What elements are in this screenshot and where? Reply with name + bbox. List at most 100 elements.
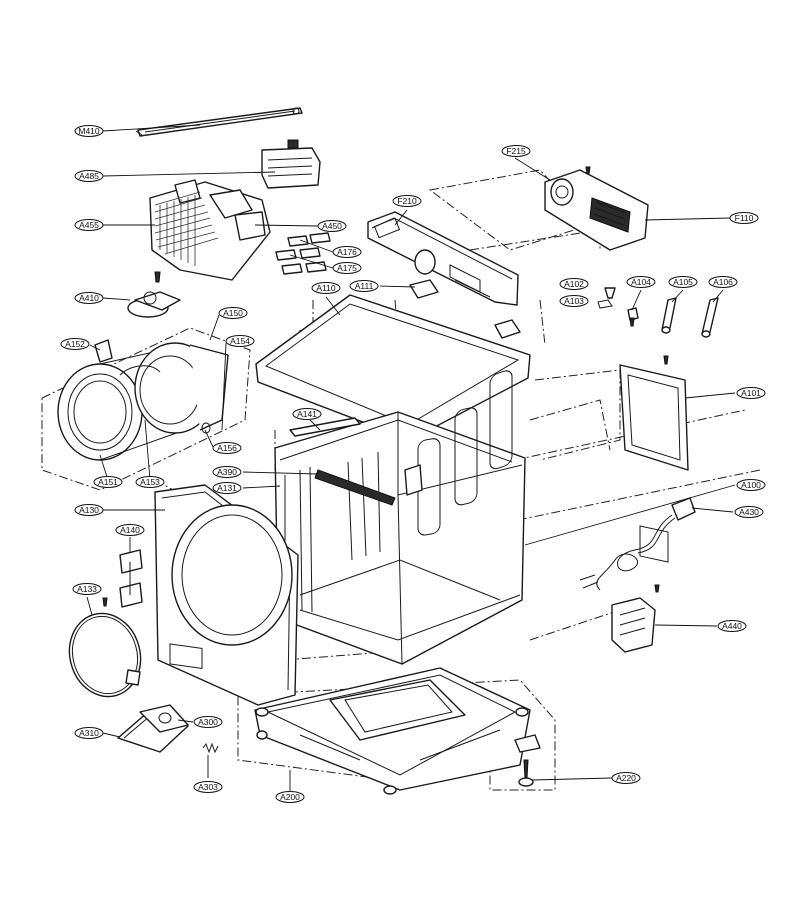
svg-text:F215: F215 [506, 146, 526, 156]
callout-a151: A151 [93, 476, 123, 488]
gasket-clamp-a133 [68, 612, 142, 698]
svg-text:A485: A485 [79, 171, 99, 181]
cabinet-a100 [274, 370, 526, 665]
svg-text:A151: A151 [98, 477, 118, 487]
svg-text:A455: A455 [79, 220, 99, 230]
svg-text:A390: A390 [217, 467, 237, 477]
callout-a106: A106 [708, 276, 738, 288]
svg-text:A105: A105 [673, 277, 693, 287]
callout-a310: A310 [74, 727, 104, 739]
svg-text:A175: A175 [337, 263, 357, 273]
callout-f215: F215 [501, 145, 531, 157]
svg-text:A410: A410 [79, 293, 99, 303]
callout-a154: A154 [225, 335, 255, 347]
callout-a300: A300 [193, 716, 223, 728]
svg-text:M410: M410 [78, 126, 100, 136]
top-rail-m410 [135, 107, 303, 137]
svg-text:A310: A310 [79, 728, 99, 738]
callout-a175: A175 [332, 262, 362, 274]
callouts: M410 A485 A455 A450 A176 A175 A410 F210 … [60, 125, 766, 803]
svg-text:F110: F110 [735, 213, 754, 223]
base-a200 [254, 667, 531, 795]
filter-cover-a300 [117, 704, 189, 753]
svg-text:A154: A154 [230, 336, 250, 346]
callout-a410: A410 [74, 292, 104, 304]
callout-a100: A100 [736, 479, 766, 491]
top-plate-a110 [255, 279, 531, 441]
switch-parts [597, 287, 719, 338]
callout-a485: A485 [74, 170, 104, 182]
callout-a200: A200 [275, 791, 305, 803]
callout-f110: F110 [729, 212, 759, 224]
callout-a130: A130 [74, 504, 104, 516]
svg-text:A153: A153 [140, 477, 160, 487]
callout-m410: M410 [74, 125, 104, 137]
callout-a103: A103 [559, 295, 589, 307]
callout-a150: A150 [218, 307, 248, 319]
svg-text:A150: A150 [223, 308, 243, 318]
callout-a105: A105 [668, 276, 698, 288]
svg-text:A131: A131 [217, 483, 237, 493]
callout-a176: A176 [332, 246, 362, 258]
callout-a156: A156 [212, 442, 242, 454]
callout-a430: A430 [734, 506, 764, 518]
callout-a104: A104 [626, 276, 656, 288]
leader-lines [86, 124, 736, 795]
callout-a110: A110 [311, 282, 341, 294]
callout-a102: A102 [559, 278, 589, 290]
rear-panel-a101 [619, 355, 689, 563]
svg-text:A176: A176 [337, 247, 357, 257]
svg-text:A133: A133 [77, 584, 97, 594]
svg-text:A303: A303 [198, 782, 218, 792]
svg-text:A141: A141 [297, 409, 317, 419]
callout-a131: A131 [212, 482, 242, 494]
spring-a303 [202, 742, 219, 754]
callout-a140: A140 [115, 524, 145, 536]
display-pcb-f110 [544, 166, 649, 251]
callout-f210: F210 [392, 195, 422, 207]
hinge-a140 [102, 549, 143, 608]
svg-text:A152: A152 [65, 339, 85, 349]
callout-a101: A101 [736, 387, 766, 399]
front-panel-a130 [154, 484, 299, 706]
door-assembly-a150 [41, 327, 251, 491]
svg-text:A430: A430 [739, 507, 759, 517]
svg-text:A450: A450 [322, 221, 342, 231]
callout-a455: A455 [74, 219, 104, 231]
svg-text:A101: A101 [741, 388, 761, 398]
svg-text:A103: A103 [564, 296, 584, 306]
svg-text:A300: A300 [198, 717, 218, 727]
svg-text:A140: A140 [120, 525, 140, 535]
svg-text:A110: A110 [316, 283, 335, 293]
callout-a440: A440 [717, 620, 747, 632]
main-pcb-a455 [149, 179, 271, 281]
svg-text:A200: A200 [280, 792, 300, 802]
svg-text:A104: A104 [631, 277, 651, 287]
callout-a450: A450 [317, 220, 347, 232]
callout-a141: A141 [292, 408, 322, 420]
foot-a220 [514, 734, 541, 787]
pressure-sensor-a410 [127, 271, 181, 318]
svg-text:A156: A156 [217, 443, 237, 453]
power-cord-a430 [579, 497, 696, 591]
svg-text:A111: A111 [355, 281, 374, 291]
callout-a390: A390 [212, 466, 242, 478]
svg-text:A106: A106 [713, 277, 733, 287]
control-panel-f210 [367, 211, 519, 306]
svg-text:A102: A102 [564, 279, 584, 289]
callout-a133: A133 [72, 583, 102, 595]
svg-text:A100: A100 [741, 480, 761, 490]
svg-text:F210: F210 [397, 196, 417, 206]
callout-a220: A220 [611, 772, 641, 784]
filter-clips [275, 232, 331, 275]
noise-filter-a440 [611, 584, 660, 653]
svg-text:A220: A220 [616, 773, 636, 783]
callout-a153: A153 [135, 476, 165, 488]
svg-text:A130: A130 [79, 505, 99, 515]
callout-a111: A111 [349, 280, 379, 292]
svg-text:A440: A440 [722, 621, 742, 631]
pcb-module-a485 [261, 139, 321, 189]
callout-a303: A303 [193, 781, 223, 793]
callout-a152: A152 [60, 338, 90, 350]
